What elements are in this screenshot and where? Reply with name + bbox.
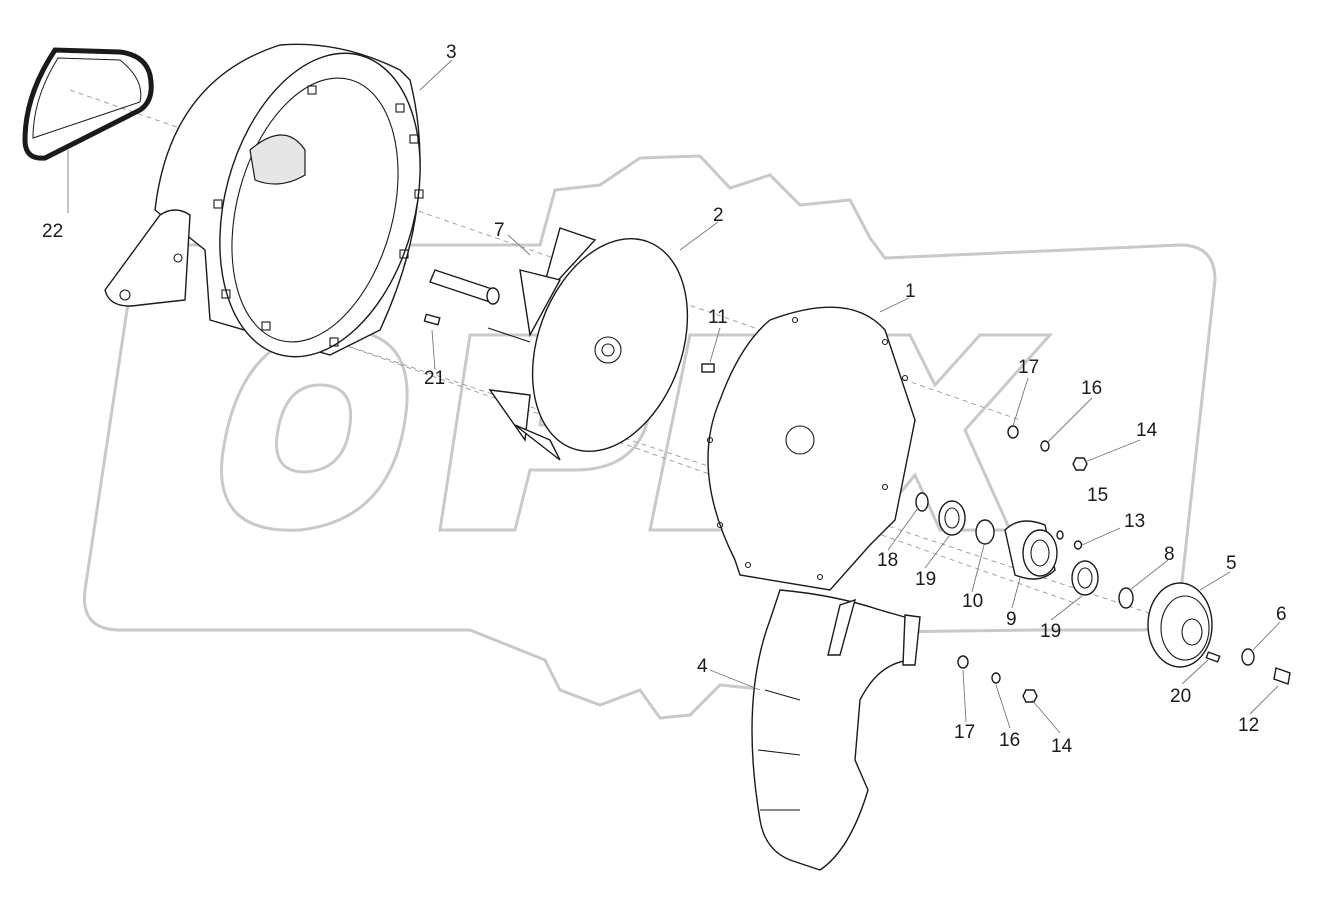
callout-5: 5	[1226, 553, 1237, 574]
part-19-bearing-b	[1071, 560, 1099, 596]
callout-14-lower: 14	[1051, 736, 1073, 757]
callout-labels: 22 3 7 2 1 11 21 17 16 14 15 13 18 19 10…	[42, 42, 1287, 757]
callout-16-upper: 16	[1081, 378, 1102, 399]
part-22-belt	[22, 47, 154, 161]
callout-8: 8	[1164, 544, 1175, 565]
part-19-bearing-a	[938, 500, 966, 536]
callout-20: 20	[1170, 686, 1191, 707]
callout-22: 22	[42, 221, 63, 242]
callout-4: 4	[697, 656, 708, 677]
callout-1: 1	[905, 281, 916, 302]
part-2-impeller	[487, 227, 689, 461]
watermark-letter-o	[220, 328, 409, 532]
callout-19-b: 19	[1040, 621, 1061, 642]
callout-21: 21	[424, 368, 445, 389]
part-18-ring	[915, 492, 929, 512]
part-3-housing	[104, 43, 424, 358]
callout-18: 18	[877, 550, 898, 571]
callout-19-a: 19	[915, 569, 936, 590]
part-10-bushing	[975, 519, 995, 545]
callout-16-lower: 16	[999, 730, 1020, 751]
callout-6: 6	[1276, 604, 1287, 625]
part-6-washer	[1241, 648, 1255, 666]
callout-11: 11	[708, 307, 728, 328]
part-9-flange	[1004, 520, 1058, 580]
hardware-17-16-14-lower	[957, 655, 1038, 703]
part-8-ring	[1118, 587, 1134, 609]
callout-2: 2	[713, 205, 724, 226]
callout-14-upper: 14	[1136, 420, 1158, 441]
callout-17-upper: 17	[1018, 357, 1039, 378]
part-12-bolt	[1273, 667, 1291, 685]
part-1-plate	[706, 306, 916, 591]
callout-12: 12	[1238, 715, 1259, 736]
part-11-bolt	[701, 363, 715, 373]
callout-9: 9	[1006, 609, 1017, 630]
part-5-pulley	[1147, 582, 1213, 668]
part-20-key	[1205, 651, 1221, 663]
hardware-17-16-14-upper	[1007, 425, 1088, 471]
leader-lines	[67, 59, 1281, 734]
callout-17-lower: 17	[954, 722, 975, 743]
callout-7: 7	[494, 220, 505, 241]
part-4-chute	[751, 589, 921, 871]
hardware-13-15	[1056, 530, 1083, 550]
callout-13: 13	[1124, 511, 1145, 532]
callout-15: 15	[1087, 485, 1108, 506]
callout-10: 10	[962, 591, 983, 612]
part-21-key	[423, 313, 441, 326]
callout-3: 3	[446, 42, 457, 63]
